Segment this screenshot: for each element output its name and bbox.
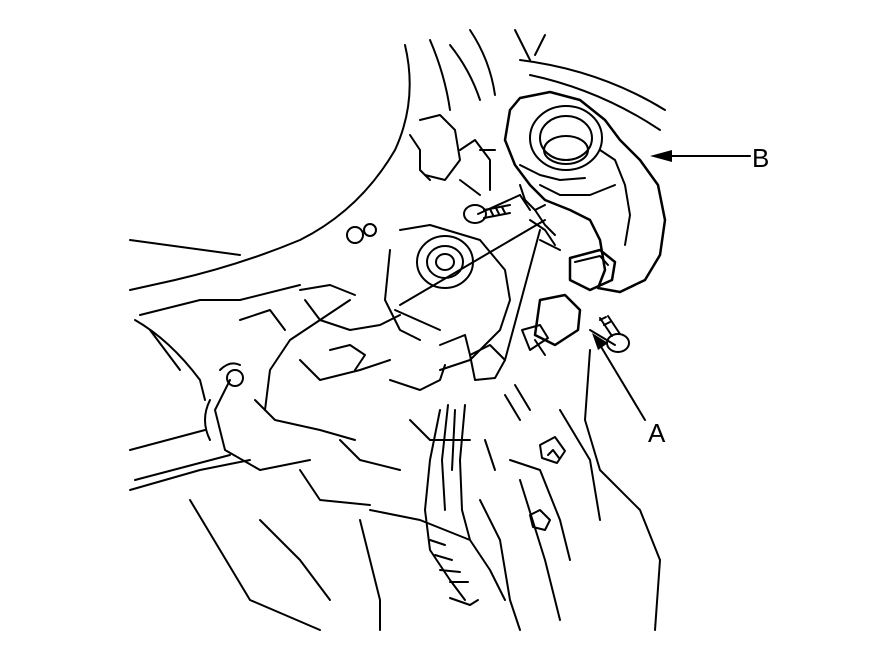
connector xyxy=(439,248,617,381)
arrowheads xyxy=(592,150,672,350)
steering-column-cover xyxy=(359,349,661,631)
callout-label-b: B xyxy=(752,143,770,173)
immobilizer-ring-assembly xyxy=(503,90,667,294)
callout-label-a: A xyxy=(648,418,666,448)
leader-lines xyxy=(394,155,751,421)
ignition-switch-housing xyxy=(204,114,511,506)
arrowhead-a xyxy=(592,333,608,350)
leader-line-a xyxy=(599,344,646,421)
key-cylinder xyxy=(416,235,474,289)
wire-harness xyxy=(424,384,531,606)
arrowhead-b xyxy=(650,150,672,162)
steering-wheel-hub xyxy=(129,29,666,631)
